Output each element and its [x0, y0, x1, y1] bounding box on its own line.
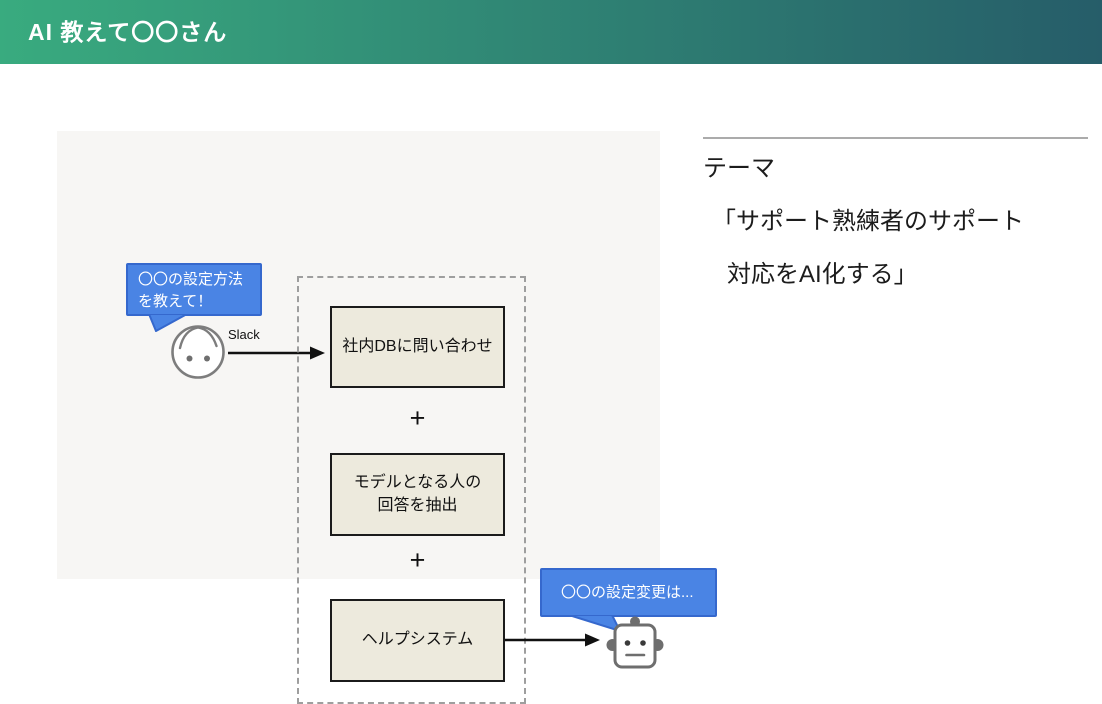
diagram-panel: 〇〇の設定方法 を教えて！ Slack 社内DBに問い合わせ + モデルとなる人…	[57, 131, 717, 704]
theme-heading: テーマ	[703, 155, 775, 182]
pipeline-step-model-answers: モデルとなる人の 回答を抽出	[330, 453, 505, 536]
plus-sign-2: +	[409, 545, 426, 575]
pipeline-step-help-system: ヘルプシステム	[330, 599, 505, 682]
plus-sign-1: +	[409, 403, 426, 433]
user-face-icon	[171, 325, 225, 379]
arrow-user-to-pipeline	[228, 346, 325, 360]
user-speech-bubble-tail	[147, 314, 188, 332]
theme-text-line2: 対応をAI化する」	[727, 261, 918, 288]
slide-title-bar: AI 教えて〇〇さん	[0, 0, 1102, 64]
pipeline-step-internal-db: 社内DBに問い合わせ	[330, 306, 505, 388]
theme-text-line1: 「サポート熟練者のサポート	[712, 208, 1024, 235]
arrow-pipeline-to-bot	[505, 633, 600, 647]
page-title: AI 教えて〇〇さん	[28, 19, 228, 45]
user-speech-bubble: 〇〇の設定方法 を教えて！	[126, 263, 262, 316]
theme-divider-line	[703, 137, 1088, 139]
robot-icon	[606, 616, 664, 669]
slack-label: Slack	[228, 327, 260, 342]
bot-speech-bubble: 〇〇の設定変更は...	[540, 568, 717, 617]
